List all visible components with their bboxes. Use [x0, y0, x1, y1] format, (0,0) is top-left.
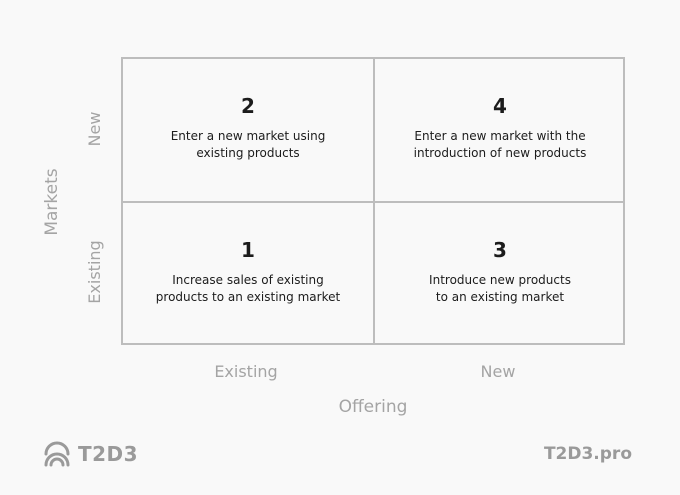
x-axis-tick-existing: Existing	[214, 362, 278, 381]
quadrant-description: Increase sales of existing products to a…	[155, 273, 341, 304]
x-axis-tick-new: New	[480, 362, 516, 381]
quadrant-number: 1	[241, 238, 255, 262]
quadrant-2-market-development: 2 Enter a new market using existing prod…	[123, 59, 373, 201]
ansoff-matrix: 2 Enter a new market using existing prod…	[121, 57, 625, 345]
quadrant-description: Enter a new market with the introduction…	[413, 129, 587, 160]
quadrant-description: Enter a new market using existing produc…	[170, 129, 326, 160]
quadrant-number: 3	[493, 238, 507, 262]
quadrant-1-market-penetration: 1 Increase sales of existing products to…	[123, 203, 373, 345]
matrix-horizontal-divider	[123, 201, 623, 203]
quadrant-description: Introduce new products to an existing ma…	[429, 273, 571, 304]
quadrant-number: 2	[241, 94, 255, 118]
brand-logo-text: T2D3	[78, 442, 139, 466]
brand-logo: T2D3	[44, 440, 138, 468]
quadrant-number: 4	[493, 94, 507, 118]
y-axis-tick-existing: Existing	[85, 240, 104, 304]
brand-site-url: T2D3.pro	[543, 444, 632, 464]
quadrant-4-diversification: 4 Enter a new market with the introducti…	[375, 59, 625, 201]
quadrant-3-product-development: 3 Introduce new products to an existing …	[375, 203, 625, 345]
y-axis-tick-new: New	[85, 111, 104, 147]
x-axis-title: Offering	[338, 397, 408, 417]
t2d3-logo-icon	[44, 441, 70, 467]
y-axis-title: Markets	[42, 168, 62, 236]
